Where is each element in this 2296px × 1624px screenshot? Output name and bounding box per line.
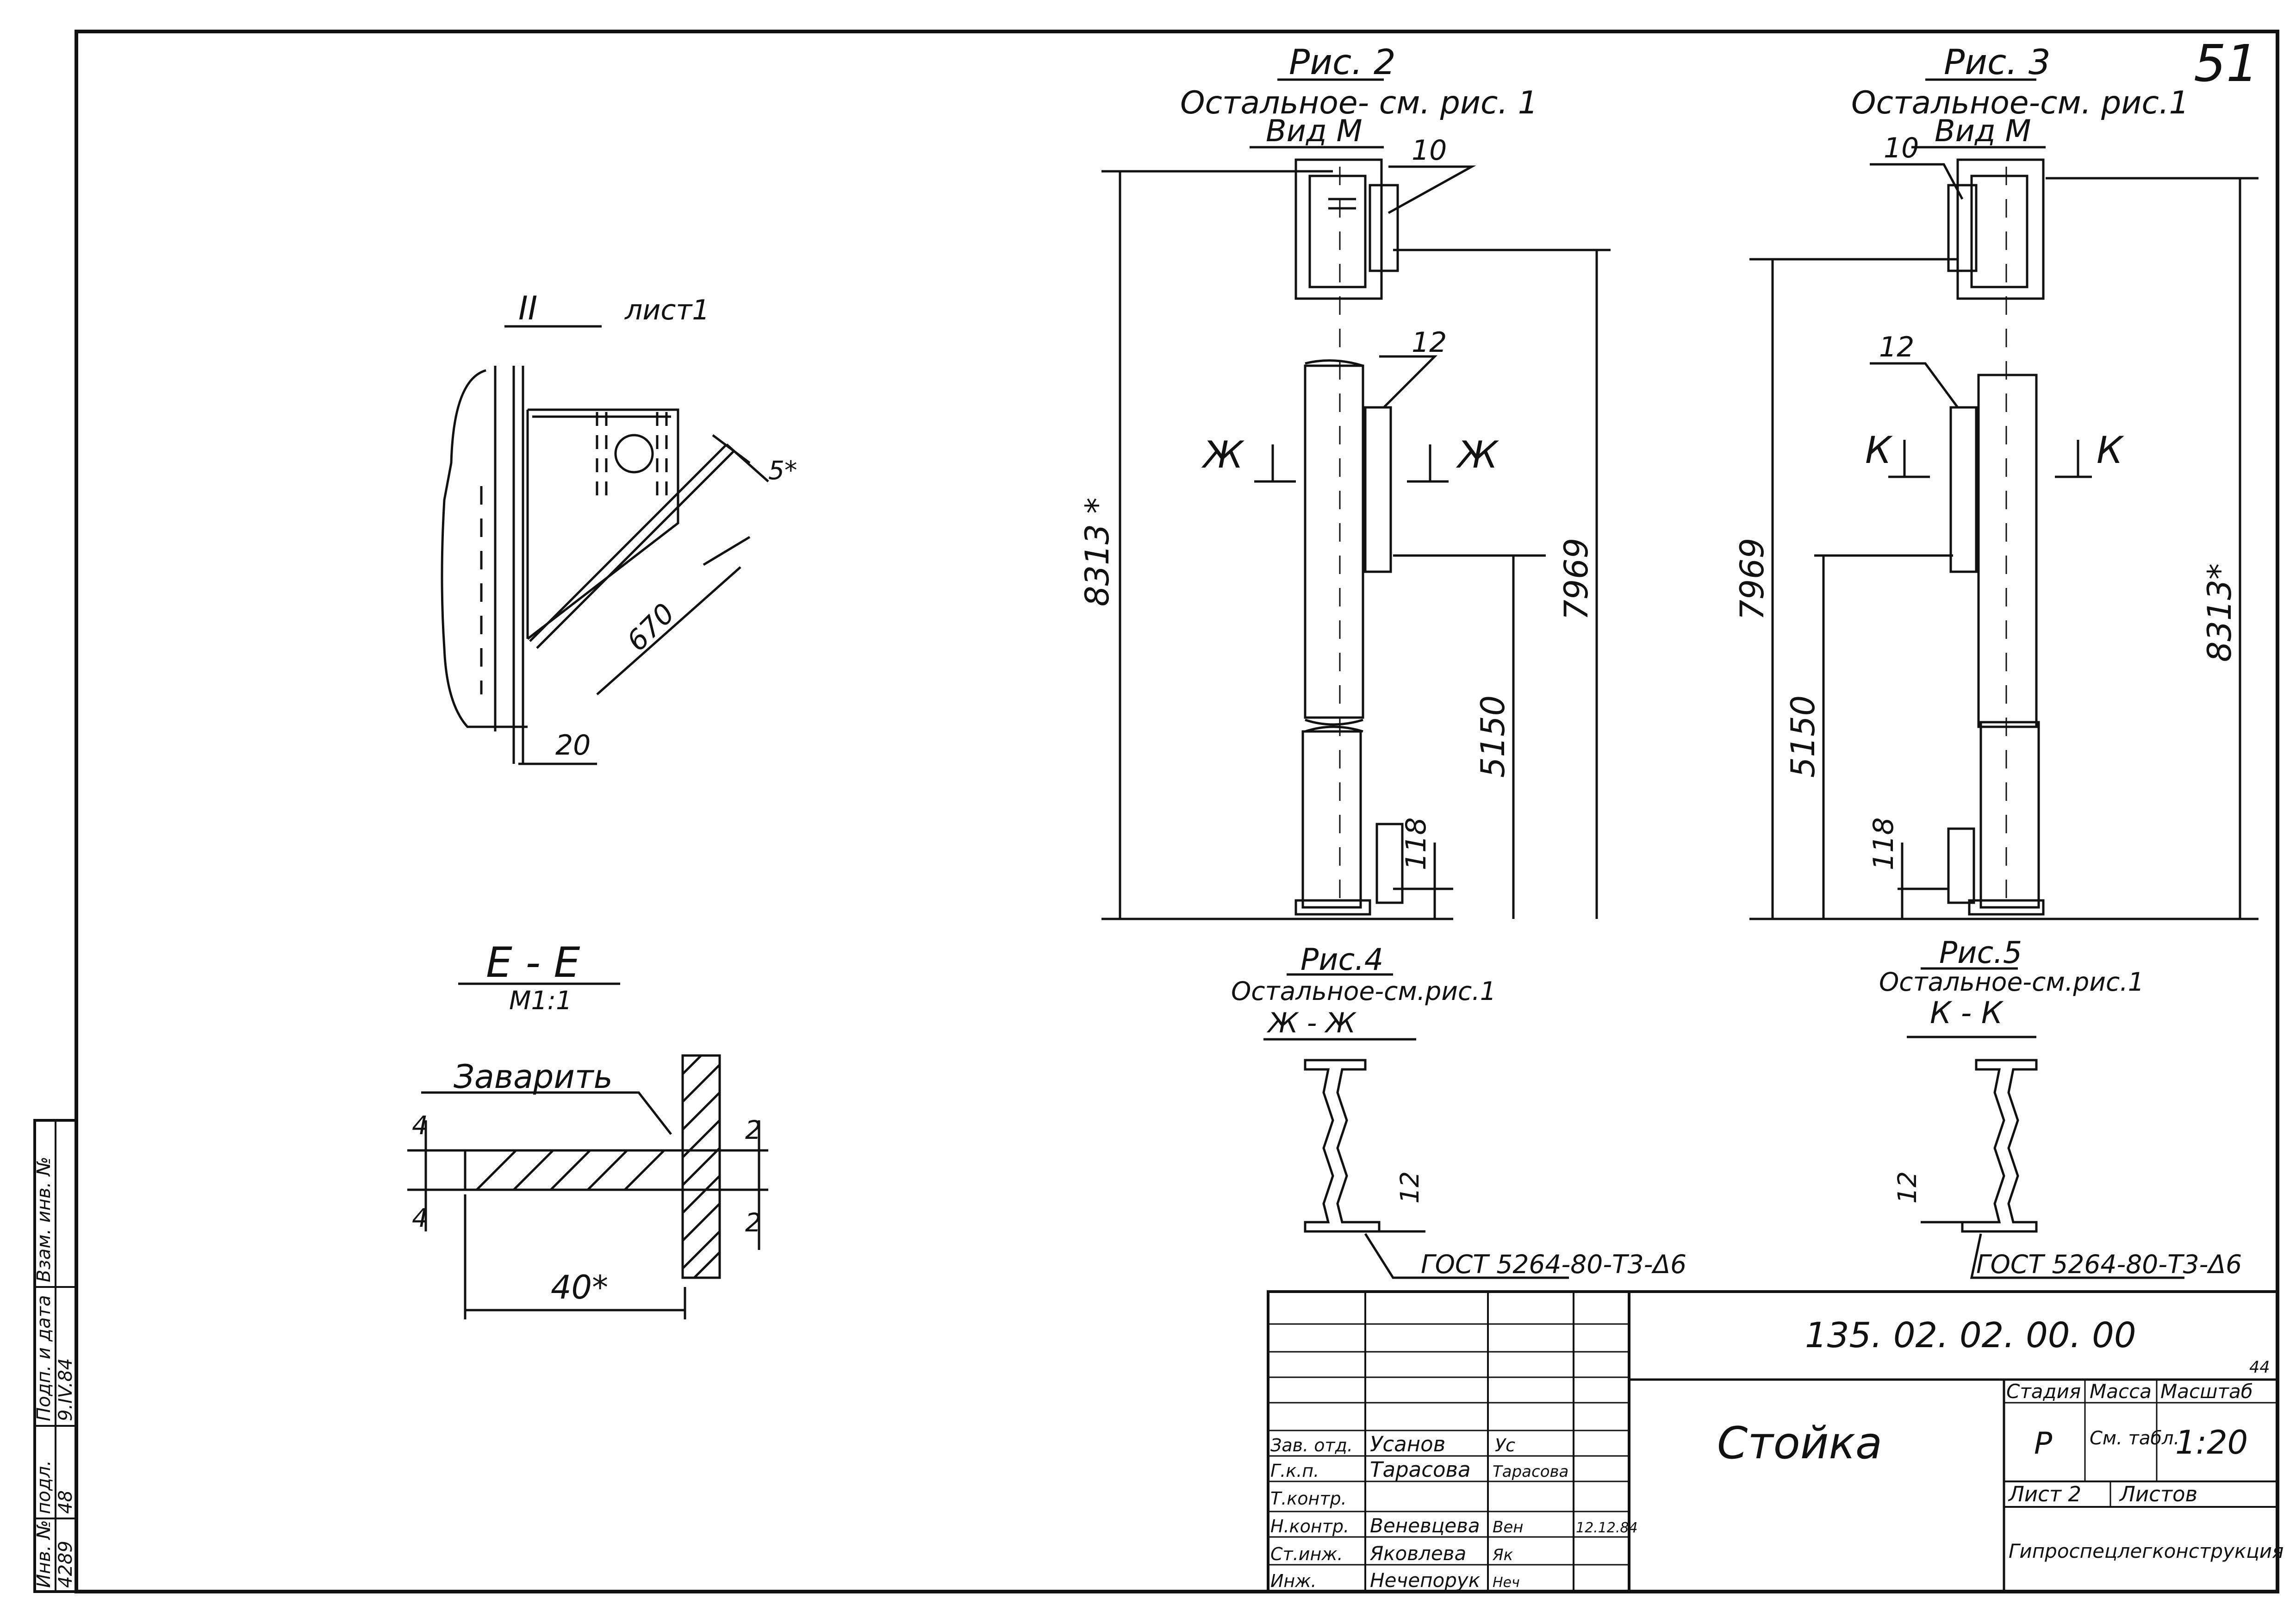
role-label-4: Н.контр.	[1270, 1516, 1349, 1537]
role-name-2: Тарасова	[1370, 1457, 1471, 1482]
fig3-pos12: 12	[1879, 331, 1914, 363]
section-EE-dim-4b: 4	[412, 1203, 428, 1233]
title-corner-note: 44	[2249, 1358, 2270, 1377]
fig2-pos10: 10	[1412, 134, 1447, 167]
detail-II-dim-670: 670	[621, 597, 681, 657]
title-block: 135. 02. 02. 00. 00 Стойка 44 Стадия Мас…	[1267, 1290, 2284, 1593]
fig3-note: Остальное-см. рис.1	[1851, 85, 2189, 121]
role-label-3: Т.контр.	[1270, 1488, 1347, 1509]
fig2-title: Рис. 2	[1289, 42, 1396, 82]
fig2-note: Остальное- см. рис. 1	[1180, 85, 1538, 121]
section-EE-weld-note: Заварить	[454, 1058, 613, 1096]
title-scale-header: Масштаб	[2160, 1380, 2253, 1403]
fig3-view: Вид М	[1935, 114, 2031, 149]
role-label-1: Зав. отд.	[1270, 1435, 1353, 1455]
side-stamp-label-2: Подп. и дата	[33, 1295, 55, 1421]
section-EE-dim-40: 40*	[551, 1268, 608, 1306]
fig2-pos12: 12	[1412, 326, 1447, 359]
title-name: Стойка	[1717, 1418, 1882, 1469]
role-label-5: Ст.инж.	[1270, 1544, 1343, 1564]
detail-II-title: II	[518, 289, 537, 327]
role-sign-4: Вен	[1493, 1518, 1523, 1537]
role-name-1: Усанов	[1370, 1432, 1445, 1456]
fig3-pos10: 10	[1884, 132, 1919, 164]
detail-II-ref: лист1	[624, 294, 709, 326]
title-mass-header: Масса	[2090, 1380, 2152, 1403]
fig5: Рис.5 Остальное-см.рис.1 К - К 12 ГОСТ 5…	[1879, 936, 2242, 1279]
role-sign-5: Як	[1492, 1546, 1513, 1564]
side-stamp: Инв. № подл. Подп. и дата Взам. инв. № 4…	[33, 1119, 78, 1593]
fig5-title: Рис.5	[1939, 936, 2022, 970]
fig2-dim-total: 8313 *	[1078, 498, 1116, 606]
fig2-dim-upper: 7969	[1557, 538, 1595, 620]
fig2-dim-mid: 5150	[1474, 695, 1512, 778]
section-EE-scale: М1:1	[509, 986, 572, 1015]
section-EE-title: Е - Е	[486, 938, 580, 987]
sheet-number: 51	[2194, 34, 2259, 93]
section-EE-dim-2a: 2	[745, 1115, 761, 1145]
sheet-frame	[75, 30, 2279, 1593]
fig5-gost: ГОСТ 5264-80-Т3-Δ6	[1976, 1249, 2242, 1279]
title-sheets: Листов	[2119, 1482, 2197, 1506]
role-label-6: Инж.	[1270, 1571, 1317, 1591]
role-name-6: Нечепорук	[1370, 1569, 1481, 1592]
fig4-note: Остальное-см.рис.1	[1231, 976, 1496, 1006]
role-name-4: Веневцева	[1370, 1514, 1480, 1537]
role-sign-2: Тарасова	[1493, 1462, 1568, 1481]
fig2: Рис. 2 Остальное- см. рис. 1 Вид М 10 12…	[1078, 42, 1611, 920]
detail-II: II лист1 670 5* 20	[441, 289, 797, 765]
fig4: Рис.4 Остальное-см.рис.1 Ж - Ж 12 ГОСТ 5…	[1231, 943, 1686, 1279]
side-stamp-value-2: 48	[55, 1490, 76, 1514]
side-stamp-label-1: Инв. № подл.	[33, 1460, 55, 1588]
fig4-section: Ж - Ж	[1266, 1007, 1356, 1039]
fig5-note: Остальное-см.рис.1	[1879, 967, 2144, 997]
side-stamp-value-1: 4289	[55, 1541, 76, 1588]
fig5-dim: 12	[1892, 1171, 1922, 1204]
fig2-dim-small: 118	[1400, 817, 1432, 870]
side-stamp-value-3: 9.IV.84	[55, 1358, 76, 1421]
fig3-section-mark-left: К	[1865, 429, 1893, 472]
title-sheet: Лист 2	[2008, 1482, 2081, 1506]
detail-II-dim-20: 20	[555, 729, 591, 762]
fig3-dim-small: 118	[1867, 817, 1900, 870]
title-mass: См. табл.	[2090, 1428, 2179, 1449]
section-EE: Е - Е М1:1 Заварить 4 4 2 2 40*	[407, 938, 768, 1319]
side-stamp-label-3: Взам. инв. №	[33, 1156, 55, 1282]
section-EE-dim-2b: 2	[745, 1208, 761, 1237]
title-stage: Р	[2034, 1426, 2053, 1461]
fig4-title: Рис.4	[1300, 943, 1383, 977]
detail-II-dim-5: 5*	[768, 456, 797, 485]
role-date-4: 12.12.84	[1576, 1520, 1638, 1536]
title-designation: 135. 02. 02. 00. 00	[1805, 1315, 2136, 1355]
fig3: Рис. 3 Остальное-см. рис.1 Вид М 10 12 К…	[1733, 42, 2259, 920]
title-organization: Гипроспецлегконструкция	[2009, 1540, 2284, 1562]
fig2-view: Вид М	[1266, 114, 1363, 149]
fig3-dim-total: 8313*	[2201, 563, 2239, 662]
fig5-section: К - К	[1930, 996, 2004, 1031]
fig4-dim: 12	[1395, 1171, 1425, 1204]
title-scale: 1:20	[2175, 1424, 2248, 1462]
fig4-gost: ГОСТ 5264-80-Т3-Δ6	[1421, 1249, 1686, 1279]
role-name-5: Яковлева	[1369, 1542, 1466, 1565]
fig3-dim-mid: 5150	[1784, 695, 1822, 778]
title-stage-header: Стадия	[2006, 1380, 2081, 1403]
role-sign-6: Неч	[1493, 1574, 1520, 1591]
section-EE-dim-4a: 4	[412, 1111, 428, 1140]
role-sign-1: Ус	[1495, 1435, 1515, 1455]
fig2-section-mark-left: Ж	[1201, 433, 1244, 476]
fig3-section-mark-right: К	[2097, 429, 2124, 472]
role-label-2: Г.к.п.	[1270, 1461, 1319, 1481]
fig3-dim-upper: 7969	[1733, 538, 1771, 620]
fig2-section-mark-right: Ж	[1456, 433, 1499, 476]
fig3-title: Рис. 3	[1944, 42, 2051, 82]
